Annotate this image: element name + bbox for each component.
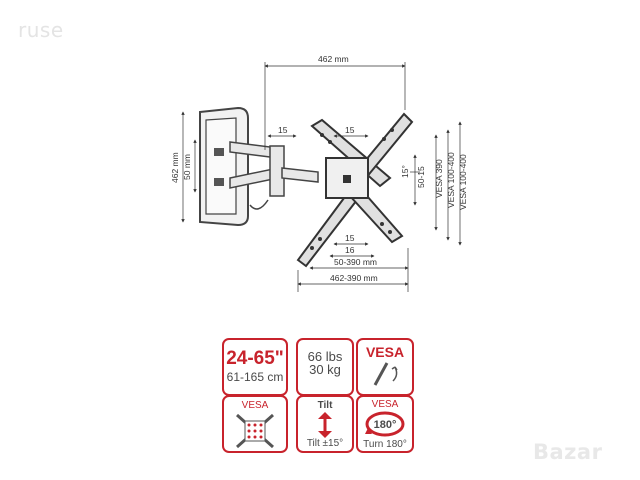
dim-arm-offset: 15	[278, 125, 288, 135]
dim-vertical-offset: 50-15	[416, 166, 426, 188]
rotate-180-icon: 180°	[365, 411, 405, 437]
tilt-arrow-icon	[318, 412, 332, 438]
tile-tilt: Tilt Tilt ±15°	[296, 395, 354, 453]
dim-vesa-100-400-a: VESA 100-400	[446, 152, 456, 208]
dim-vesa-390: VESA 390	[434, 159, 444, 198]
dim-bottom-range-outer: 462-390 mm	[330, 273, 378, 283]
swing-arm	[229, 141, 319, 210]
dim-plate-inner: 50 mm	[182, 154, 192, 180]
vesa-grid-icon	[236, 413, 274, 449]
weight-lbs: 66 lbs	[307, 349, 343, 364]
turn-caption: Turn 180°	[363, 439, 407, 450]
tile-max-weight: 66 lbs 30 kg	[296, 338, 354, 396]
dim-bottom-gap-16: 16	[345, 245, 355, 255]
tile-screen-size: 24-65" 61-165 cm	[222, 338, 288, 396]
dim-bottom-hole-gap: 15	[345, 233, 355, 243]
watermark-bazar: Bazar	[533, 440, 603, 464]
dim-bottom-range-inner: 50-390 mm	[334, 257, 377, 267]
watermark-ruse: ruse	[18, 18, 64, 42]
tool-icon	[373, 362, 398, 386]
tile-turn: VESA 180° Turn 180°	[356, 395, 414, 453]
dim-tilt-angle: 15°	[400, 165, 410, 178]
screen-size-cm: 61-165 cm	[226, 370, 284, 384]
screen-size-inches: 24-65"	[226, 348, 284, 369]
weight-kg: 30 kg	[309, 362, 341, 377]
tilt-title: Tilt	[317, 400, 333, 411]
dim-top-hole-gap: 15	[345, 125, 355, 135]
turn-title: VESA	[371, 399, 399, 410]
vesa-x-bracket	[296, 112, 414, 268]
vesa-tool-title: VESA	[365, 344, 405, 360]
dim-plate-height: 462 mm	[170, 152, 180, 183]
dim-top-width: 462 mm	[318, 54, 349, 64]
wall-plate	[199, 106, 249, 227]
tile-vesa-pattern: VESA	[222, 395, 288, 453]
mount-technical-drawing: 462 mm 462 mm 50 mm 15 15 15° 50-15 VESA…	[170, 54, 468, 292]
vesa-pattern-title: VESA	[241, 400, 269, 411]
tile-vesa-tool: VESA	[356, 338, 414, 396]
tilt-caption: Tilt ±15°	[306, 438, 344, 449]
dim-vesa-100-400-b: VESA 100-400	[458, 154, 468, 210]
turn-badge: 180°	[374, 419, 397, 431]
